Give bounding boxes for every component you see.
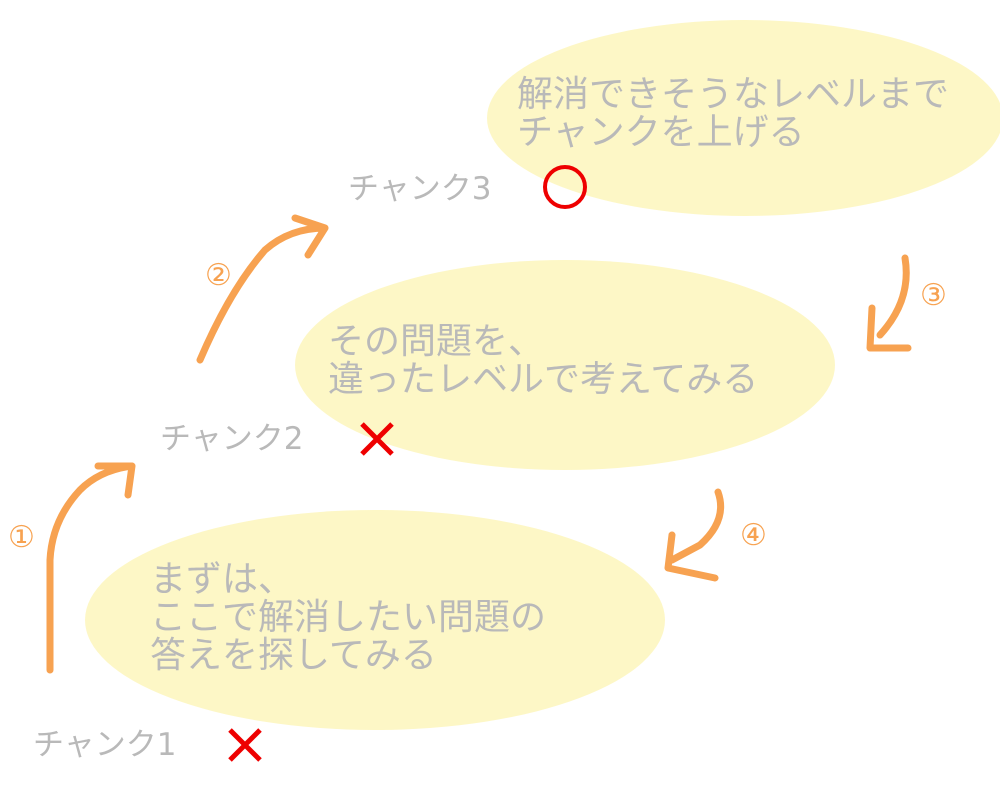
bubble-text-top: 解消できそうなレベルまでチャンクを上げる: [517, 76, 949, 152]
step-number-2: ②: [205, 258, 232, 293]
bubble-text-bottom: まずは、ここで解消したい問題の答えを探してみる: [150, 561, 546, 675]
bubble-blob-top: [487, 20, 1000, 216]
bubble-blob-bottom: [85, 510, 665, 730]
circle-mark-icon: [543, 165, 587, 209]
text-line: その問題を、: [328, 321, 545, 362]
level-label-3: チャンク3: [348, 171, 492, 207]
arrow-step-2: [196, 214, 329, 364]
step-number-3: ③: [920, 278, 947, 313]
text-line: 違ったレベルで考えてみる: [328, 359, 759, 400]
arrow-step-1: [46, 462, 136, 674]
text-line: まずは、: [150, 559, 295, 600]
step-number-4: ④: [740, 518, 767, 553]
text-line: ここで解消したい問題の: [150, 597, 547, 638]
bubble-text-middle: その問題を、違ったレベルで考えてみる: [328, 323, 758, 399]
cross-mark-icon: [360, 422, 394, 456]
arrow-step-3: [866, 254, 912, 352]
text-line: 解消できそうなレベルまで: [517, 74, 950, 115]
arrow-step-4: [664, 488, 725, 582]
cross-mark-icon: [228, 728, 262, 762]
text-line: 答えを探してみる: [150, 635, 437, 676]
step-number-1: ①: [8, 520, 35, 555]
level-label-2: チャンク2: [160, 421, 304, 457]
level-label-1: チャンク1: [33, 727, 177, 763]
text-line: チャンクを上げる: [517, 112, 805, 153]
bubble-blob-middle: [295, 260, 835, 470]
